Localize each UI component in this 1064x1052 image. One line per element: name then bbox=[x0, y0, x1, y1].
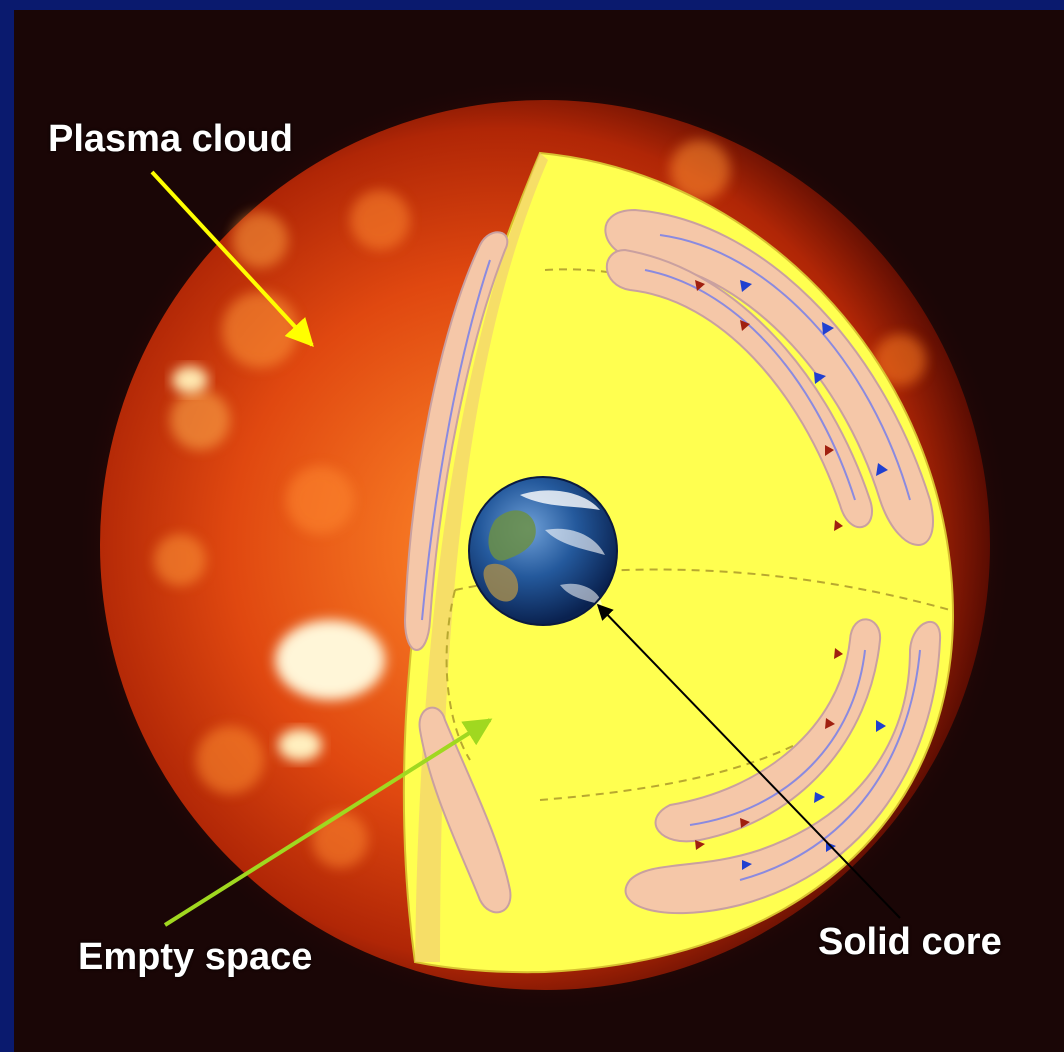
solid-core-label: Solid core bbox=[818, 921, 1002, 963]
earth-core bbox=[468, 476, 618, 626]
solar-flare bbox=[172, 366, 385, 761]
empty-space-label: Empty space bbox=[78, 936, 313, 978]
solid-core-arrow bbox=[596, 603, 901, 919]
empty-space-arrow bbox=[163, 718, 493, 927]
cut-face-band bbox=[415, 153, 548, 962]
flow-lines bbox=[421, 234, 921, 881]
plasma-cloud-arrow bbox=[150, 170, 314, 348]
plasma-cloud-label: Plasma cloud bbox=[48, 118, 293, 160]
